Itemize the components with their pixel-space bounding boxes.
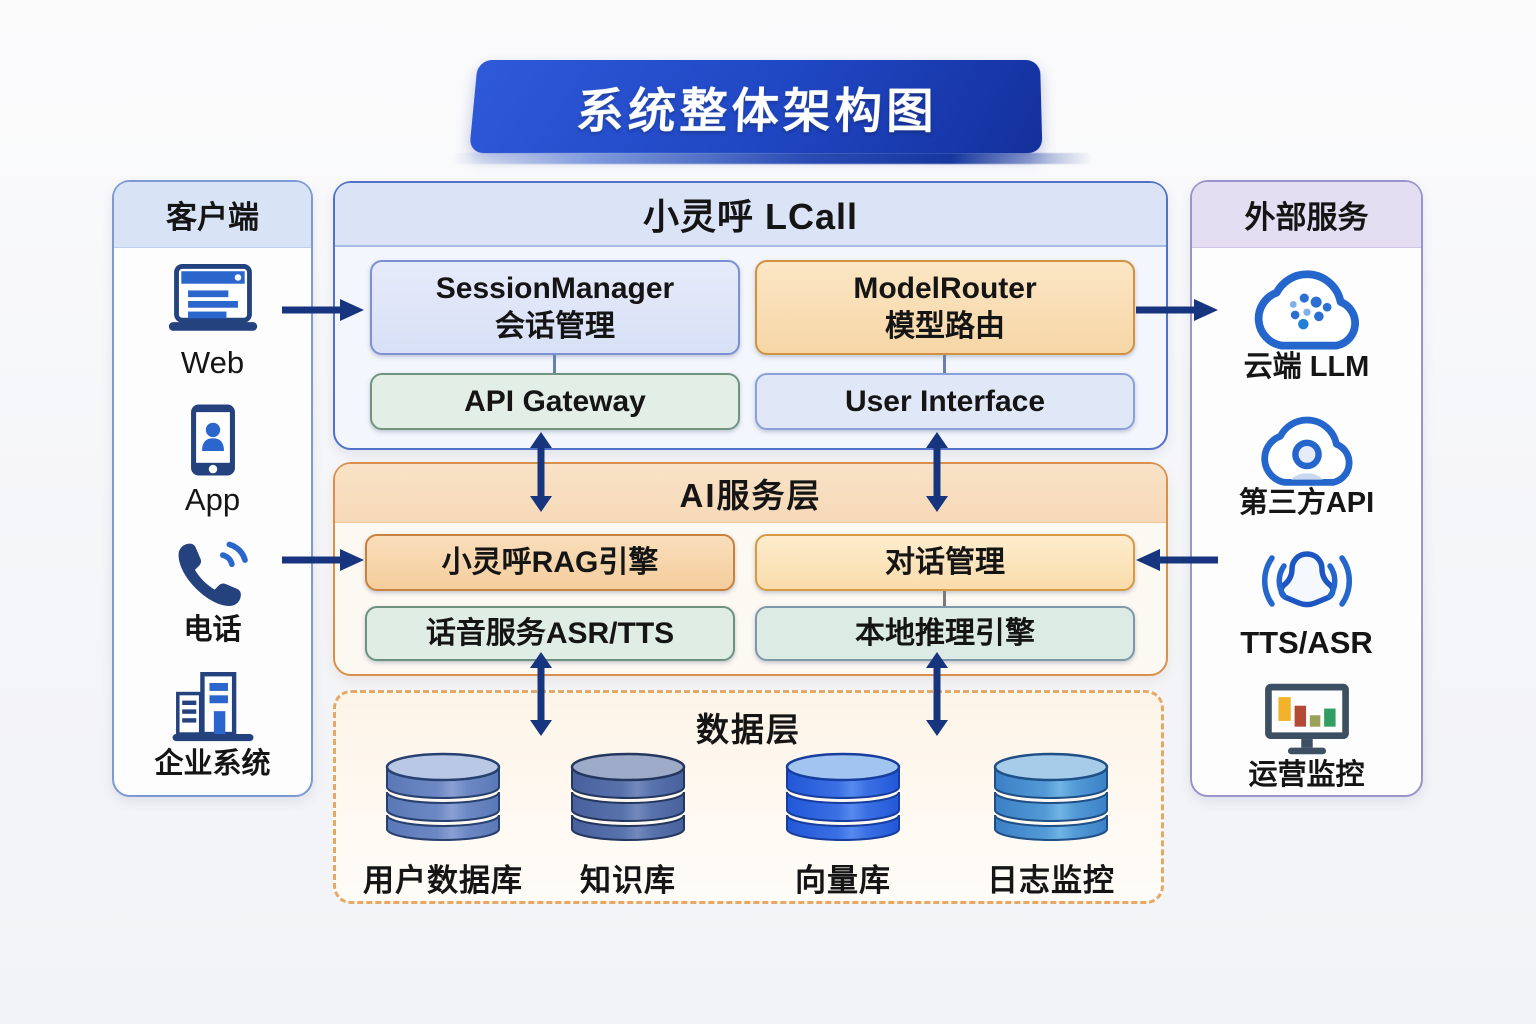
page-title: 系统整体架构图 [574, 83, 938, 138]
enterprise-icon [169, 665, 257, 745]
lcall-title: 小灵呼 LCall [335, 183, 1166, 247]
tts-asr-icon [1255, 542, 1359, 622]
monitor-icon [1259, 680, 1355, 760]
external-panel: 外部服务 云端 LLM 第三方API [1190, 180, 1423, 797]
external-item-tts-asr: TTS/ASR [1240, 624, 1373, 660]
client-item-app: App [184, 482, 241, 518]
client-item-phone: 电话 [183, 614, 242, 647]
model-router-line2: 模型路由 [885, 309, 1005, 343]
arrow-client-to-rag [280, 546, 366, 579]
db-label: 知识库 [580, 863, 676, 898]
external-panel-title: 外部服务 [1192, 182, 1421, 248]
arrow-voice-data-bidirectional [527, 650, 555, 743]
client-panel: 客户端 Web App [112, 180, 313, 797]
external-item-third-party-api: 第三方API [1238, 486, 1375, 519]
data-layer-title: 数据层 [696, 711, 801, 748]
session-manager-line2: 会话管理 [495, 309, 615, 343]
client-item-web: Web [180, 345, 245, 380]
arrow-external-to-dialog [1134, 546, 1220, 579]
web-icon [165, 262, 261, 340]
db-label: 用户数据库 [363, 863, 523, 898]
client-panel-title: 客户端 [114, 182, 311, 248]
session-manager-box: SessionManager 会话管理 [370, 260, 740, 355]
local-inference-box: 本地推理引擎 [755, 606, 1135, 661]
arrow-router-to-external [1134, 296, 1220, 329]
database-icon [993, 752, 1109, 841]
data-layer-panel: 数据层 用户数据库 [333, 690, 1164, 904]
db-knowledge-base: 知识库 [538, 743, 718, 900]
connector-session-gateway [553, 355, 556, 373]
user-interface-box: User Interface [755, 373, 1135, 430]
ai-service-title: AI服务层 [335, 464, 1166, 523]
arrow-client-to-session [280, 296, 366, 329]
connector-dialog-local [943, 591, 946, 606]
arrow-ui-ai-bidirectional [923, 430, 951, 519]
external-item-cloud-llm: 云端 LLM [1243, 351, 1370, 383]
title-banner: 系统整体架构图 [468, 60, 1043, 154]
connector-router-ui [943, 355, 946, 373]
api-gateway-box: API Gateway [370, 373, 740, 430]
db-user-database: 用户数据库 [353, 743, 533, 900]
cloud-api-icon [1252, 404, 1362, 488]
model-router-box: ModelRouter 模型路由 [755, 260, 1135, 355]
database-icon [385, 752, 501, 841]
model-router-line1: ModelRouter [853, 272, 1037, 305]
external-item-ops-monitor: 运营监控 [1248, 758, 1365, 791]
lcall-panel: 小灵呼 LCall SessionManager 会话管理 ModelRoute… [333, 181, 1168, 450]
database-icon [570, 752, 686, 841]
dialog-manager-box: 对话管理 [755, 534, 1135, 591]
arrow-gateway-ai-bidirectional [527, 430, 555, 519]
arrow-local-data-bidirectional [923, 650, 951, 743]
db-label: 向量库 [795, 863, 891, 898]
phone-icon [172, 537, 254, 611]
client-item-enterprise: 企业系统 [154, 748, 271, 781]
db-vector-store: 向量库 [753, 743, 933, 900]
banner-reflection [452, 153, 1092, 164]
app-icon [187, 402, 239, 478]
session-manager-line1: SessionManager [435, 272, 675, 305]
ai-service-panel: AI服务层 小灵呼RAG引擎 对话管理 话音服务ASR/TTS 本地推理引擎 [333, 462, 1168, 676]
db-log-monitor: 日志监控 [961, 743, 1141, 900]
voice-service-box: 话音服务ASR/TTS [365, 606, 735, 661]
rag-engine-box: 小灵呼RAG引擎 [365, 534, 735, 591]
db-label: 日志监控 [987, 863, 1115, 898]
database-icon [785, 752, 901, 841]
cloud-llm-icon [1247, 256, 1367, 352]
